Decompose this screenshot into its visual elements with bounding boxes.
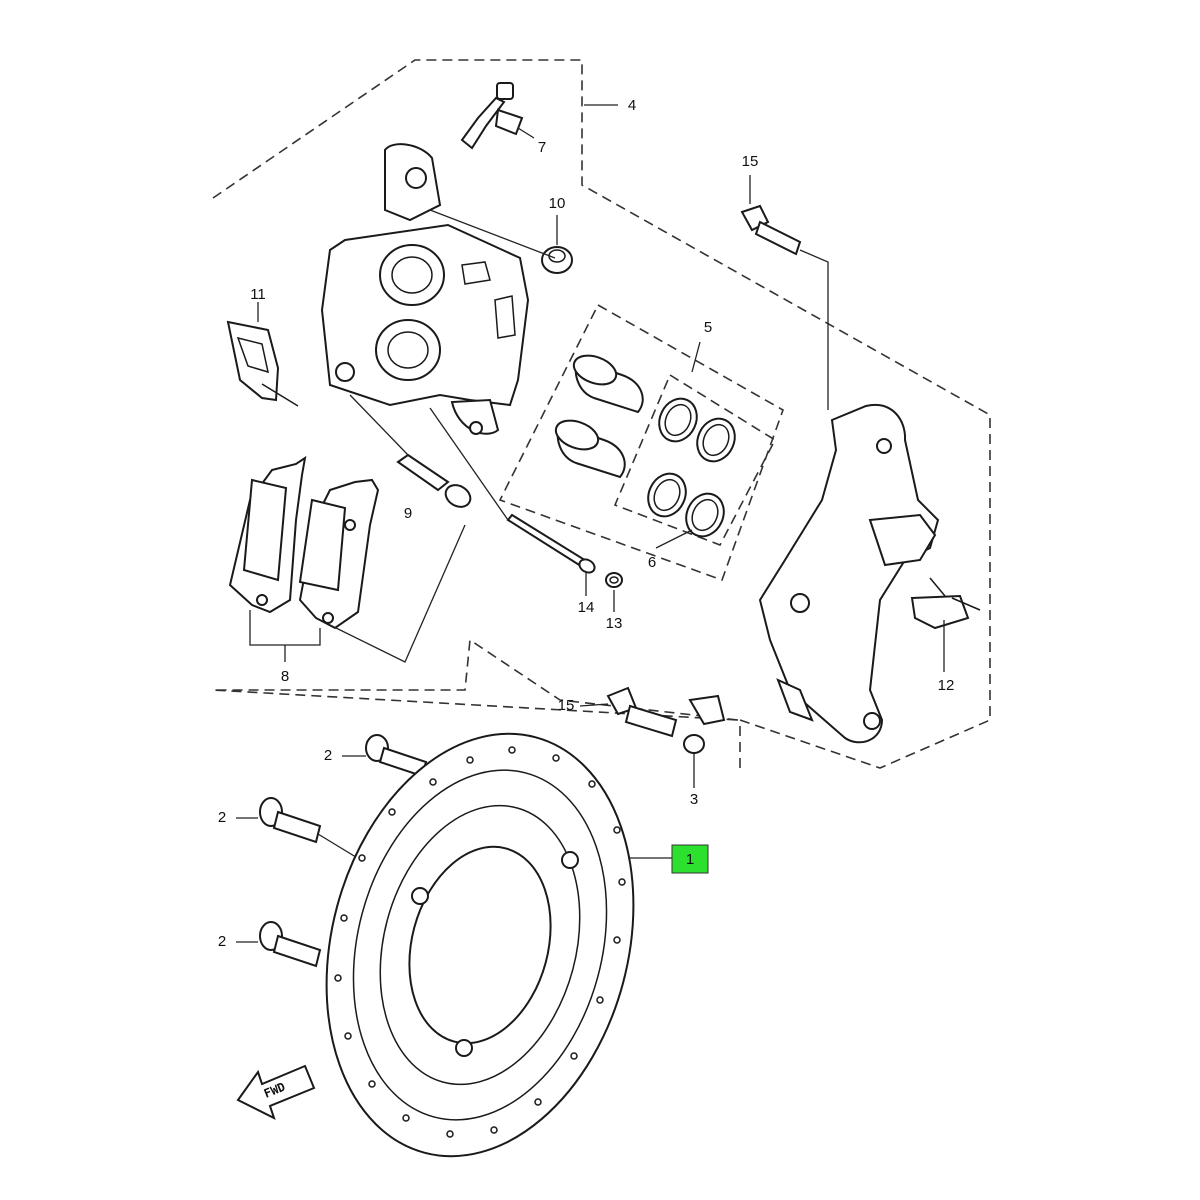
disc-bolt-2-top bbox=[365, 734, 428, 778]
caliper-piston-5 bbox=[554, 354, 644, 479]
caliper-pin-9 bbox=[396, 453, 472, 508]
disc-bolt-2-bottom bbox=[259, 921, 322, 968]
clip-3 bbox=[683, 694, 726, 754]
callout-2-bottom: 2 bbox=[218, 933, 226, 950]
callout-5: 5 bbox=[704, 319, 712, 336]
pad-spring-11 bbox=[226, 320, 299, 407]
pad-support-12 bbox=[910, 577, 981, 630]
piston-seal-6 bbox=[647, 397, 736, 538]
leader-15-bottom-label bbox=[579, 703, 609, 707]
callout-10: 10 bbox=[549, 195, 566, 212]
caliper-bracket-12 bbox=[758, 403, 940, 744]
leader-6 bbox=[655, 529, 693, 549]
callout-9: 9 bbox=[404, 505, 412, 522]
bleed-valve-7 bbox=[460, 82, 524, 150]
callout-1-highlight bbox=[671, 844, 709, 874]
bracket-bolt-15-top bbox=[740, 204, 802, 256]
callout-2-middle: 2 bbox=[218, 809, 226, 826]
leader-5 bbox=[691, 341, 701, 373]
callout-7: 7 bbox=[538, 139, 546, 156]
brake-disc-1 bbox=[325, 732, 635, 1158]
callout-14: 14 bbox=[578, 599, 595, 616]
leader-9 bbox=[349, 394, 409, 456]
disc-bolt-2-middle bbox=[259, 797, 322, 844]
piston-kit-5-outline bbox=[498, 303, 784, 582]
plug-13 bbox=[605, 572, 623, 588]
brake-pad-8 bbox=[228, 455, 380, 630]
callout-15-top: 15 bbox=[742, 153, 759, 170]
leader-8 bbox=[249, 610, 321, 662]
pad-pin-14 bbox=[506, 513, 596, 574]
callout-11: 11 bbox=[250, 286, 266, 303]
leader-10-to-caliper bbox=[429, 209, 556, 259]
callout-4: 4 bbox=[628, 97, 636, 114]
callout-8: 8 bbox=[281, 668, 289, 685]
leader-14 bbox=[429, 407, 509, 521]
assembly-4-outline bbox=[212, 59, 991, 770]
callout-3: 3 bbox=[690, 791, 698, 808]
forward-arrow-icon: FWD bbox=[236, 1064, 316, 1120]
bracket-bolt-15-bottom bbox=[606, 686, 678, 738]
callout-6: 6 bbox=[648, 554, 656, 571]
callout-2-top: 2 bbox=[324, 747, 332, 764]
leader-15-top bbox=[799, 249, 829, 410]
callout-12: 12 bbox=[938, 677, 955, 694]
seal-kit-6-outline bbox=[613, 373, 777, 547]
leader-7 bbox=[517, 127, 535, 139]
bleed-cap-10 bbox=[541, 246, 573, 274]
callout-1: 1 bbox=[686, 851, 694, 868]
leader-8-to-caliper bbox=[329, 524, 466, 663]
caliper-body bbox=[320, 143, 530, 435]
callout-15-bottom: 15 bbox=[558, 697, 575, 714]
callout-13: 13 bbox=[606, 615, 623, 632]
